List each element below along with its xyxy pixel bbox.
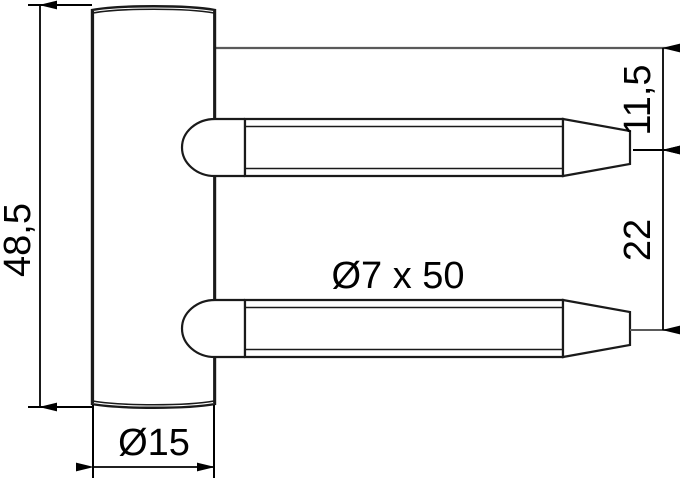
lower-pin-round-head [180, 298, 245, 359]
dimension-label-48-5: 48,5 [0, 203, 39, 277]
upper-pin [180, 117, 632, 178]
dimension-label-d15: Ø15 [118, 422, 190, 464]
hinge-plate-body [90, 5, 217, 409]
dimension-pin-spacing: 22 [617, 145, 680, 335]
dimension-upper-offset: 11,5 [617, 43, 680, 155]
dimension-label-11-5: 11,5 [617, 64, 659, 135]
plate-bottom-edge-arc [92, 400, 215, 406]
plate-top-edge-arc [92, 8, 215, 14]
dimension-plate-height: 48,5 [0, 0, 92, 412]
upper-pin-tapered-tip [561, 117, 632, 178]
lower-pin-tapered-tip [561, 298, 632, 359]
pin-spec-label-group: Ø7 x 50 [331, 255, 464, 297]
dimension-plate-diameter: Ø15 [76, 405, 215, 478]
upper-pin-round-head [180, 117, 245, 178]
dimension-label-22: 22 [617, 219, 659, 261]
plate-outline [90, 5, 217, 409]
lower-pin [180, 298, 632, 359]
pin-spec-label: Ø7 x 50 [331, 255, 464, 297]
upper-pin-shank [243, 117, 565, 178]
lower-pin-shank [243, 298, 565, 359]
